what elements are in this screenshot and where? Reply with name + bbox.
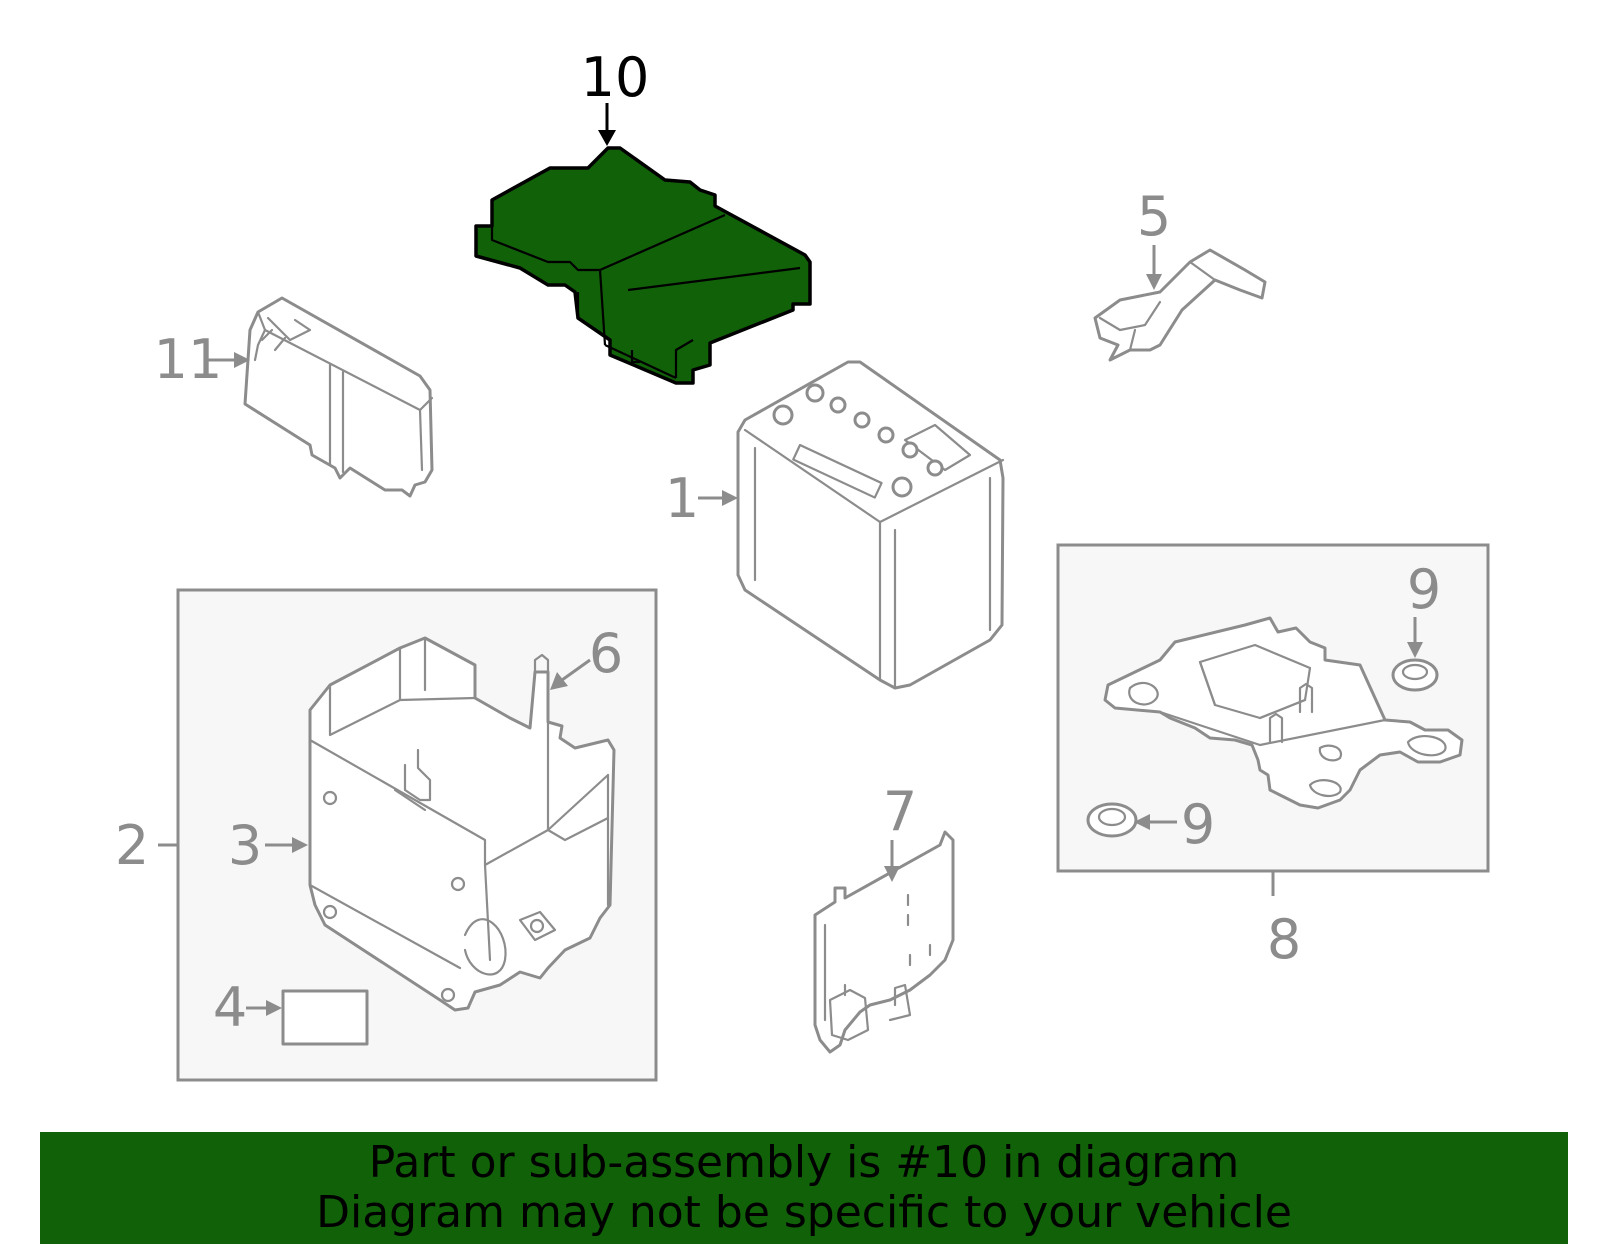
leader-9-lower <box>1134 814 1177 830</box>
callout-9-upper: 9 <box>1407 558 1441 621</box>
part-8-bracket <box>1103 616 1464 810</box>
part-10-battery-cover[interactable] <box>474 146 812 385</box>
callout-5: 5 <box>1137 185 1171 248</box>
part-9-grommet-upper <box>1391 658 1439 692</box>
banner-line-part: Part or sub-assembly is #10 in diagram <box>368 1137 1240 1188</box>
leader-10 <box>598 103 616 146</box>
callout-2: 2 <box>115 814 149 877</box>
leader-5 <box>1146 245 1162 290</box>
info-banner: Part or sub-assembly is #10 in diagram D… <box>40 1132 1568 1244</box>
callout-7: 7 <box>883 780 917 843</box>
battery-terminals <box>772 383 944 498</box>
leader-11 <box>205 352 250 368</box>
part-4-label <box>281 989 369 1046</box>
part-6-bolt <box>533 653 550 674</box>
leader-4 <box>246 1000 282 1016</box>
part-9-grommet-lower <box>1086 802 1138 838</box>
banner-line-disclaimer: Diagram may not be specific to your vehi… <box>316 1187 1292 1238</box>
part-3-battery-tray <box>308 636 616 1012</box>
leader-7 <box>884 840 900 882</box>
callout-11: 11 <box>154 328 223 391</box>
leader-6 <box>550 658 591 690</box>
part-7-heat-shield <box>813 830 955 1054</box>
leader-1 <box>698 490 738 506</box>
callout-6: 6 <box>589 622 623 685</box>
leader-9-upper <box>1407 617 1423 658</box>
part-11-terminal-cover <box>243 296 434 498</box>
callout-8: 8 <box>1267 908 1301 971</box>
callout-3: 3 <box>228 814 262 877</box>
part-5-hold-down-clamp <box>1093 248 1267 362</box>
callout-10: 10 <box>581 46 650 109</box>
part-1-battery <box>736 360 1005 690</box>
leader-3 <box>265 837 308 853</box>
callout-1: 1 <box>665 467 699 530</box>
callout-9-lower: 9 <box>1181 793 1215 856</box>
callout-4: 4 <box>213 976 247 1039</box>
